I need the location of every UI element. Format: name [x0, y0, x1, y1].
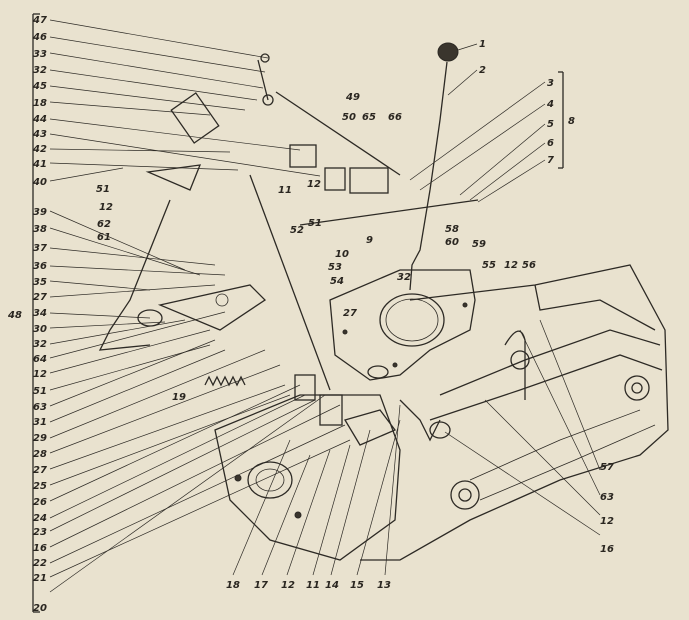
label-37: 37: [33, 243, 47, 254]
label-40: 40: [32, 177, 47, 188]
label-36: 36: [33, 261, 47, 272]
label-39: 39: [33, 207, 47, 218]
label-28: 28: [33, 449, 47, 460]
label-17: 17: [254, 580, 268, 591]
label-66: 66: [388, 112, 402, 123]
label-27-b: 27: [33, 465, 47, 476]
return-spring: [204, 375, 246, 387]
label-16-b: 16: [600, 544, 614, 555]
label-12-d: 12: [504, 260, 518, 271]
label-10: 10: [335, 249, 349, 260]
label-18-b: 18: [226, 580, 240, 591]
left-leader-lines: [49, 19, 351, 593]
label-8: 8: [568, 116, 575, 127]
label-50: 50: [342, 112, 356, 123]
right-group-bracket: [558, 71, 564, 169]
label-43: 43: [32, 129, 47, 140]
gearbox-housing: [360, 264, 669, 561]
label-31: 31: [33, 417, 47, 428]
label-32-b: 32: [33, 339, 47, 350]
label-27: 27: [33, 292, 47, 303]
label-38: 38: [33, 224, 47, 235]
label-9: 9: [366, 235, 373, 246]
label-59: 59: [472, 239, 486, 250]
label-32: 32: [33, 65, 47, 76]
label-14: 14: [325, 580, 339, 591]
label-41: 41: [32, 159, 47, 170]
label-47: 47: [32, 15, 47, 26]
label-1: 1: [479, 39, 486, 50]
shift-rods: [275, 91, 479, 226]
label-34: 34: [33, 308, 47, 319]
label-62: 62: [97, 219, 111, 230]
label-24: 24: [33, 513, 47, 524]
label-63-a: 63: [33, 402, 47, 413]
label-48: 48: [7, 310, 22, 321]
label-32-c: 32: [397, 272, 411, 283]
label-51-c: 51: [308, 218, 322, 229]
label-55: 55: [482, 260, 496, 271]
label-44: 44: [32, 114, 47, 125]
label-4: 4: [546, 99, 554, 110]
label-33: 33: [33, 49, 47, 60]
label-52: 52: [290, 225, 304, 236]
label-30: 30: [33, 324, 47, 335]
label-57: 57: [600, 462, 614, 473]
label-5: 5: [547, 119, 554, 130]
top-cover-plate: [329, 269, 476, 381]
label-51-b: 51: [96, 184, 110, 195]
label-22: 22: [33, 558, 47, 569]
label-35: 35: [33, 277, 47, 288]
bushings-group: [170, 53, 389, 194]
label-18: 18: [33, 98, 47, 109]
label-21: 21: [33, 573, 47, 584]
label-58: 58: [445, 224, 459, 235]
label-65: 65: [362, 112, 376, 123]
label-13: 13: [377, 580, 391, 591]
label-12-c: 12: [99, 202, 113, 213]
label-26: 26: [33, 497, 47, 508]
right-leader-lines: [409, 43, 546, 203]
left-group-bracket: [32, 13, 40, 613]
label-46: 46: [32, 32, 47, 43]
clutch-pedal-assembly: [98, 164, 331, 391]
lower-clutch-housing: [214, 394, 401, 561]
label-60: 60: [445, 237, 459, 248]
label-20: 20: [33, 603, 47, 614]
label-11: 11: [278, 185, 292, 196]
label-7: 7: [547, 155, 554, 166]
label-61: 61: [97, 232, 111, 243]
label-56: 56: [522, 260, 536, 271]
label-11-b: 11: [306, 580, 320, 591]
label-25: 25: [33, 481, 47, 492]
label-15: 15: [350, 580, 364, 591]
label-6: 6: [547, 138, 554, 149]
label-42: 42: [32, 144, 47, 155]
label-54: 54: [330, 276, 344, 287]
label-19: 19: [172, 392, 186, 403]
label-3: 3: [547, 78, 554, 89]
label-23: 23: [33, 527, 47, 538]
bottom-leader-lines: [232, 319, 601, 576]
label-53: 53: [328, 262, 342, 273]
label-27-c: 27: [343, 308, 357, 319]
lower-levers: [294, 374, 451, 446]
label-29: 29: [33, 433, 47, 444]
label-12-f: 12: [281, 580, 295, 591]
label-49: 49: [345, 92, 360, 103]
label-16-a: 16: [33, 543, 47, 554]
label-51-a: 51: [33, 386, 47, 397]
label-64: 64: [33, 354, 47, 365]
label-2: 2: [479, 65, 486, 76]
label-12-e: 12: [600, 516, 614, 527]
label-63-b: 63: [600, 492, 614, 503]
gear-shift-lever: [409, 42, 459, 291]
label-12-b: 12: [307, 179, 321, 190]
label-12-a: 12: [33, 369, 47, 380]
label-45: 45: [32, 81, 47, 92]
